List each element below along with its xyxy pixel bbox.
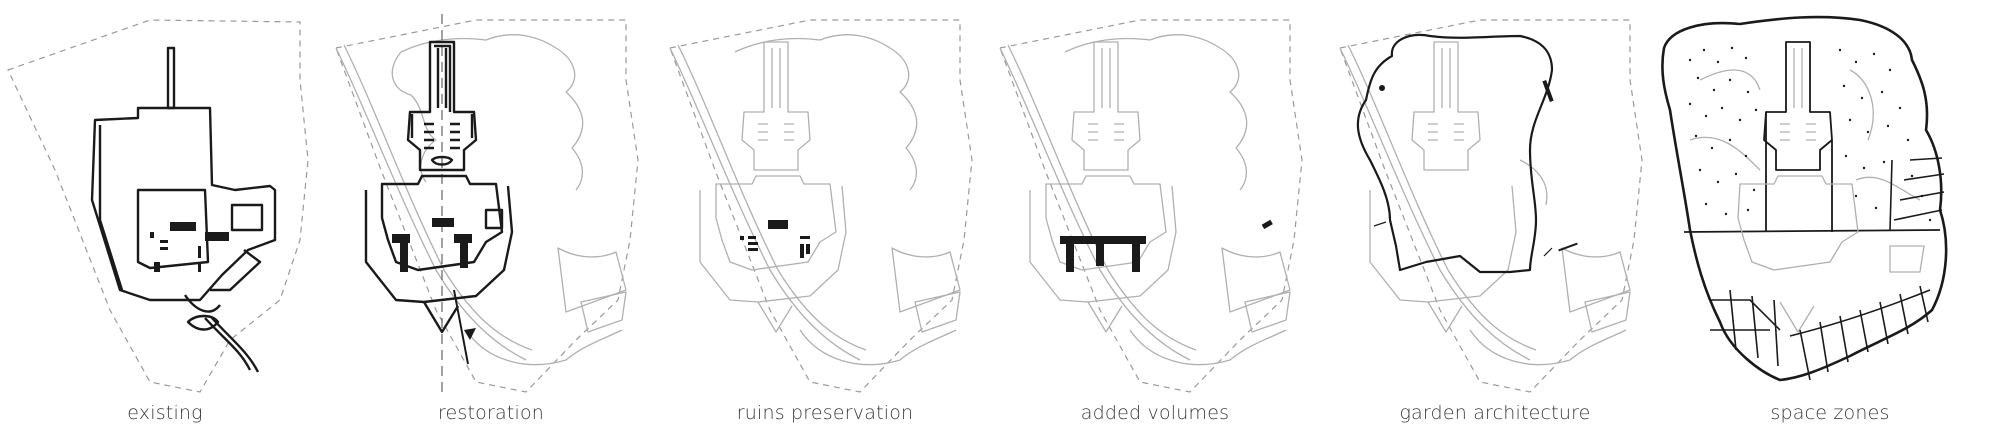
- site-plan-garden: [1339, 19, 1643, 393]
- site-plan-restoration: [335, 14, 639, 393]
- vegetation-dots: [1688, 46, 1932, 222]
- panel-ruins: ruins preservation: [660, 0, 990, 448]
- site-plan-added-volumes: [999, 19, 1303, 393]
- site-plan-ruins: [669, 19, 973, 393]
- caption-ruins: ruins preservation: [736, 402, 914, 424]
- caption-added: added volumes: [1080, 402, 1230, 424]
- caption-garden: garden architecture: [1399, 402, 1591, 424]
- caption-existing: existing: [127, 402, 203, 424]
- panel-restoration: restoration: [326, 0, 656, 448]
- caption-zones: space zones: [1770, 402, 1890, 424]
- panel-garden: garden architecture: [1330, 0, 1660, 448]
- panel-added: added volumes: [990, 0, 1320, 448]
- site-plan-space-zones: [1661, 15, 1948, 382]
- site-plan-existing: [7, 19, 309, 393]
- caption-restoration: restoration: [437, 402, 545, 424]
- panel-existing: existing: [0, 0, 330, 448]
- panel-zones: space zones: [1660, 0, 2000, 448]
